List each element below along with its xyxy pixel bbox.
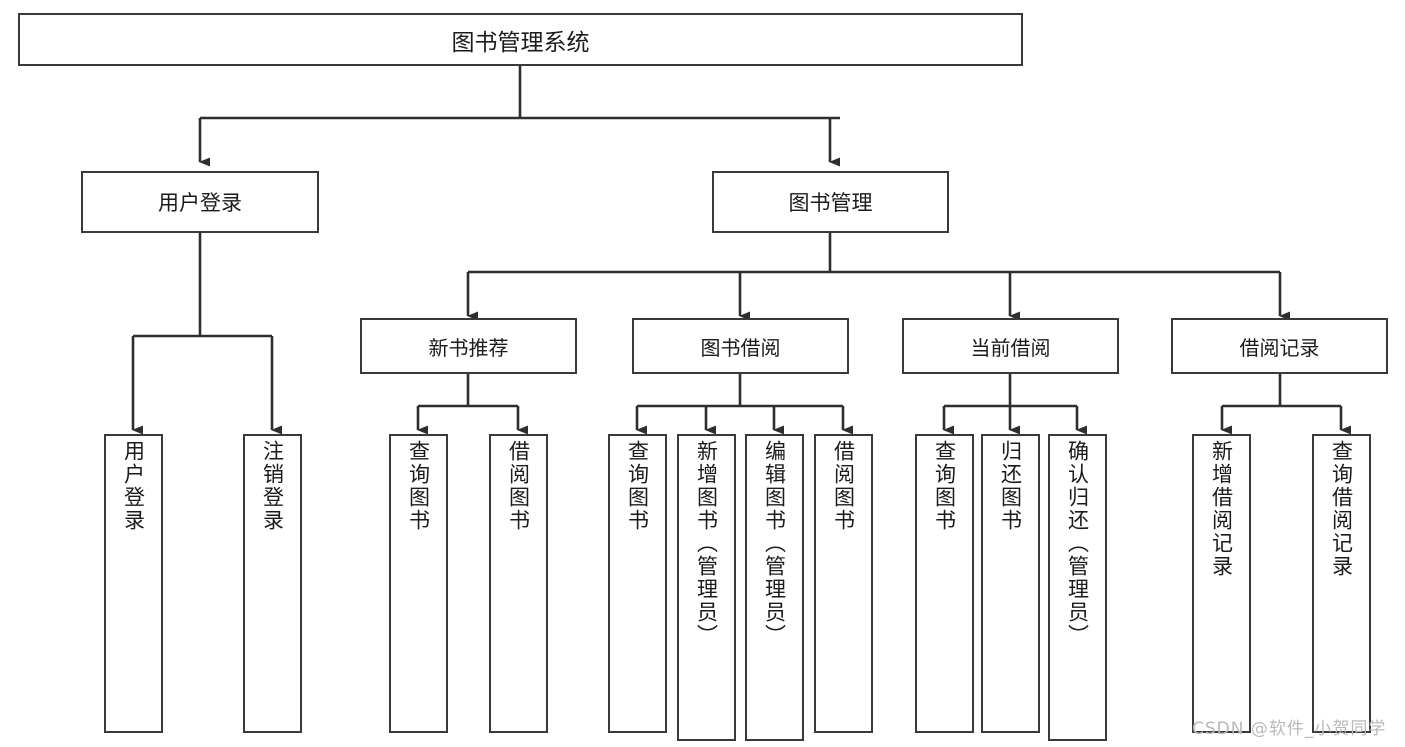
leaf-borrow-edit-book-admin[interactable]: 编辑图书（管理员） <box>745 434 804 741</box>
node-root-label: 图书管理系统 <box>451 29 590 56</box>
leaf-current-return-books-label: 归还图书 <box>998 440 1023 532</box>
node-book-management[interactable]: 图书管理 <box>712 171 949 233</box>
node-user-login-label: 用户登录 <box>158 191 242 215</box>
leaf-borrow-query-books[interactable]: 查询图书 <box>608 434 667 733</box>
leaf-current-confirm-return-admin-label: 确认归还（管理员） <box>1065 440 1090 647</box>
leaf-current-query-books-label: 查询图书 <box>932 440 957 532</box>
leaf-borrow-borrow-books[interactable]: 借阅图书 <box>814 434 873 733</box>
leaf-current-confirm-return-admin[interactable]: 确认归还（管理员） <box>1048 434 1107 741</box>
node-user-login[interactable]: 用户登录 <box>81 171 319 233</box>
node-book-borrow[interactable]: 图书借阅 <box>632 318 849 374</box>
leaf-records-add-record-label: 新增借阅记录 <box>1209 440 1234 578</box>
leaf-user-login-signout[interactable]: 注销登录 <box>243 434 302 733</box>
leaf-current-query-books[interactable]: 查询图书 <box>915 434 974 733</box>
node-new-book-recommend[interactable]: 新书推荐 <box>360 318 577 374</box>
leaf-borrow-borrow-books-label: 借阅图书 <box>831 440 856 532</box>
node-root[interactable]: 图书管理系统 <box>18 13 1023 66</box>
leaf-new-books-query[interactable]: 查询图书 <box>389 434 448 733</box>
leaf-records-query-record-label: 查询借阅记录 <box>1329 440 1354 578</box>
leaf-borrow-add-book-admin[interactable]: 新增图书（管理员） <box>677 434 736 741</box>
csdn-watermark: CSDN @软件_小贺同学 <box>1192 719 1387 739</box>
leaf-new-books-query-label: 查询图书 <box>406 440 431 532</box>
leaf-borrow-add-book-admin-label: 新增图书（管理员） <box>694 440 719 647</box>
leaf-user-login-signin-label: 用户登录 <box>121 440 146 532</box>
leaf-records-query-record[interactable]: 查询借阅记录 <box>1312 434 1371 733</box>
leaf-user-login-signin[interactable]: 用户登录 <box>104 434 163 733</box>
leaf-borrow-query-books-label: 查询图书 <box>625 440 650 532</box>
node-book-management-label: 图书管理 <box>788 191 873 215</box>
node-new-book-recommend-label: 新书推荐 <box>428 335 509 360</box>
node-borrow-records[interactable]: 借阅记录 <box>1171 318 1388 374</box>
leaf-current-return-books[interactable]: 归还图书 <box>981 434 1040 733</box>
leaf-new-books-borrow-label: 借阅图书 <box>506 440 531 532</box>
leaf-user-login-signout-label: 注销登录 <box>260 440 285 532</box>
node-borrow-records-label: 借阅记录 <box>1239 335 1320 360</box>
leaf-borrow-edit-book-admin-label: 编辑图书（管理员） <box>762 440 787 647</box>
leaf-new-books-borrow[interactable]: 借阅图书 <box>489 434 548 733</box>
node-current-borrow-label: 当前借阅 <box>970 335 1051 360</box>
node-current-borrow[interactable]: 当前借阅 <box>902 318 1119 374</box>
leaf-records-add-record[interactable]: 新增借阅记录 <box>1192 434 1251 733</box>
node-book-borrow-label: 图书借阅 <box>700 335 781 360</box>
